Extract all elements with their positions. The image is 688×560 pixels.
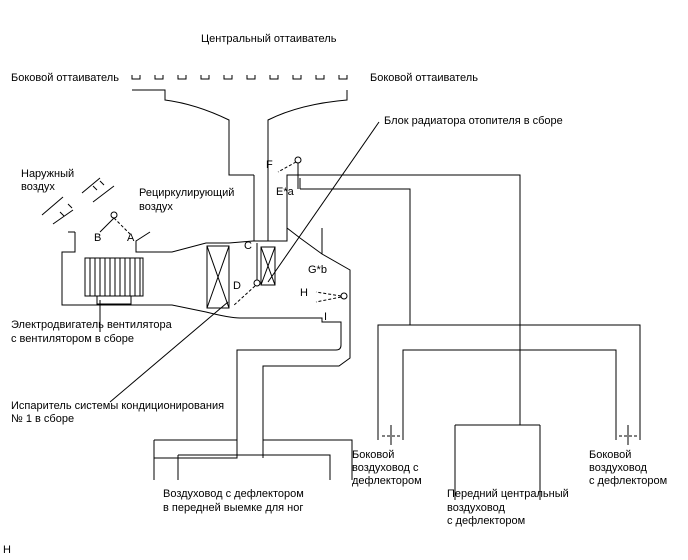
damper-letter-h: H	[300, 287, 308, 299]
label-evaporator-2: № 1 в сборе	[11, 413, 74, 425]
label-side-defroster-right: Боковой оттаиватель	[370, 72, 478, 84]
label-fresh-air-2: воздух	[21, 181, 55, 193]
damper-letter-d: D	[233, 280, 241, 292]
label-side-duct-left-2: воздуховод с	[352, 462, 419, 474]
defroster-duct	[132, 89, 348, 176]
defroster-damper	[277, 156, 302, 189]
foot-duct	[153, 439, 353, 480]
label-side-duct-right-1: Боковой	[589, 449, 631, 461]
label-corner-mark: H	[3, 544, 11, 556]
label-center-duct-1: Передний центральный	[447, 488, 569, 500]
damper-letter-c: C	[244, 240, 252, 252]
damper-letter-i: I	[324, 311, 327, 323]
damper-letter-g: G*b	[308, 264, 327, 276]
label-blower-motor-2: с вентилятором в сборе	[11, 333, 134, 345]
label-center-duct-3: с дефлектором	[447, 515, 525, 527]
damper-letter-a: A	[127, 232, 135, 244]
deflector-left	[382, 425, 400, 445]
damper-letter-e: E*a	[276, 186, 295, 198]
label-fresh-air-1: Наружный	[21, 168, 74, 180]
leader-lines	[99, 121, 380, 403]
damper-letter-b: B	[94, 232, 101, 244]
label-side-defroster-left: Боковой оттаиватель	[11, 72, 119, 84]
air-mix-damper	[232, 243, 261, 307]
mode-damper	[315, 291, 348, 303]
inlet-damper	[99, 211, 131, 235]
hvac-housing	[61, 174, 641, 459]
label-heater-core: Блок радиатора отопителя в сборе	[384, 115, 563, 127]
deflector-right	[619, 425, 637, 445]
label-recirc-air-2: воздух	[139, 201, 173, 213]
blower-motor	[84, 257, 144, 305]
label-side-duct-left-3: дефлектором	[352, 475, 422, 487]
label-center-duct-2: воздуховод	[447, 502, 506, 514]
label-side-duct-left-1: Боковой	[352, 449, 394, 461]
label-blower-motor-1: Электродвигатель вентилятора	[11, 319, 173, 331]
label-center-defroster: Центральный оттаиватель	[201, 33, 337, 45]
label-foot-duct-2: в передней выемке для ног	[163, 502, 303, 514]
recirc-air-inlet	[81, 177, 115, 203]
label-side-duct-right-2: воздуховод	[589, 462, 648, 474]
label-evaporator-1: Испаритель системы кондиционирования	[11, 400, 224, 412]
heater-core	[260, 246, 276, 286]
damper-letter-f: F	[266, 159, 273, 171]
fresh-air-inlet	[41, 196, 75, 233]
evaporator	[206, 245, 230, 309]
vent-ducts	[377, 324, 617, 500]
label-recirc-air-1: Рециркулирующий	[139, 187, 234, 199]
label-side-duct-right-3: с дефлектором	[589, 475, 667, 487]
defroster-outlet-row	[131, 75, 348, 80]
label-foot-duct-1: Воздуховод с дефлектором	[163, 488, 304, 500]
